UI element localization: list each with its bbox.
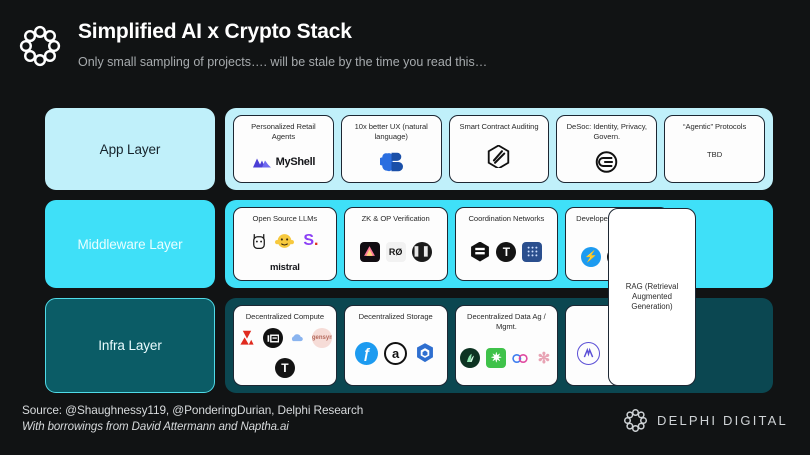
myshell-wordmark: MyShell bbox=[275, 155, 316, 168]
card-note: TBD bbox=[706, 150, 723, 160]
card-logos: RØ ❚❚ bbox=[359, 224, 432, 277]
optimism-logo-icon: ❚❚ bbox=[411, 241, 432, 262]
layer-row-app: App Layer Personalized Retail Agents MyS… bbox=[45, 108, 773, 190]
card-logos: ƒ a bbox=[355, 322, 436, 382]
hex-server-logo-icon bbox=[470, 241, 490, 262]
gensyn-logo-icon: gensyn bbox=[312, 328, 333, 349]
card-title: DeSoc: Identity, Privacy, Govern. bbox=[566, 122, 647, 141]
mistral-wordmark: mistral bbox=[269, 261, 300, 273]
card-logos bbox=[487, 132, 510, 179]
card-smart-contract-auditing[interactable]: Smart Contract Auditing bbox=[448, 115, 550, 183]
card-title: “Agentic” Protocols bbox=[682, 122, 747, 131]
card-logos: MyShell bbox=[252, 141, 315, 178]
stack-diagram: App Layer Personalized Retail Agents MyS… bbox=[45, 108, 773, 393]
card-zk-op-verification[interactable]: ZK & OP Verification RØ ❚❚ bbox=[343, 207, 448, 281]
card-open-source-llms[interactable]: Open Source LLMs bbox=[233, 207, 337, 281]
card-10x-better-ux[interactable]: 10x better UX (natural language) bbox=[340, 115, 442, 183]
card-logos bbox=[379, 141, 403, 178]
marlin-logo-icon bbox=[576, 341, 600, 365]
card-title: ZK & OP Verification bbox=[361, 214, 430, 223]
source-block: Source: @Shaughnessy119, @PonderingDuria… bbox=[22, 402, 363, 436]
card-title: Personalized Retail Agents bbox=[251, 122, 316, 141]
borrowings-line: With borrowings from David Attermann and… bbox=[22, 421, 289, 433]
hexagon-audit-logo-icon bbox=[487, 145, 510, 169]
card-title: Coordination Networks bbox=[468, 214, 545, 223]
storj-logo-icon bbox=[413, 342, 436, 365]
card-logos: gensyn T bbox=[237, 322, 333, 382]
card-desoc[interactable]: DeSoc: Identity, Privacy, Govern. bbox=[556, 115, 658, 183]
together-t-logo-icon: T bbox=[274, 358, 295, 379]
myshell-mark-icon bbox=[252, 155, 272, 169]
sunburst-data-logo-icon: ✻ bbox=[537, 350, 551, 367]
card-personalized-retail-agents[interactable]: Personalized Retail Agents MyShell bbox=[233, 115, 334, 183]
card-title: Smart Contract Auditing bbox=[459, 122, 539, 131]
card-coordination-networks[interactable]: Coordination Networks T bbox=[454, 207, 559, 281]
card-decentralized-data[interactable]: Decentralized Data Ag / Mgmt. ✷ bbox=[454, 305, 559, 386]
akash-logo-icon bbox=[237, 328, 257, 348]
hugging-face-logo-icon bbox=[275, 231, 295, 251]
card-decentralized-compute[interactable]: Decentralized Compute bbox=[233, 305, 337, 386]
layer-cards-app: Personalized Retail Agents MyShell bbox=[225, 108, 773, 190]
layer-label-infra: Infra Layer bbox=[45, 298, 215, 393]
blue-lightning-logo-icon: ⚡ bbox=[581, 246, 602, 267]
stability-s-logo-icon: S. bbox=[303, 231, 319, 249]
filecoin-logo-icon: ƒ bbox=[355, 341, 379, 365]
card-title: 10x better UX (natural language) bbox=[354, 122, 428, 141]
arweave-logo-icon: a bbox=[384, 341, 408, 365]
card-agentic-protocols[interactable]: “Agentic” Protocols TBD bbox=[664, 115, 765, 183]
grid-dots-logo-icon bbox=[522, 241, 543, 262]
header-text-block: Simplified AI x Crypto Stack Only small … bbox=[78, 18, 487, 72]
delphi-ring-icon bbox=[18, 24, 62, 68]
card-title: Decentralized Compute bbox=[245, 312, 325, 321]
ocean-protocol-logo-icon bbox=[460, 348, 481, 368]
card-logos: T bbox=[470, 224, 543, 277]
risc-zero-logo-icon: RØ bbox=[385, 241, 406, 262]
card-title: Decentralized Storage bbox=[358, 312, 433, 321]
aleo-zk-logo-icon bbox=[359, 241, 380, 262]
card-decentralized-storage[interactable]: Decentralized Storage ƒ a bbox=[343, 305, 448, 386]
delphi-digital-wordmark: DELPHI DIGITAL bbox=[657, 413, 788, 428]
ethereum-circle-logo-icon bbox=[595, 150, 618, 173]
render-network-logo-icon bbox=[289, 330, 306, 347]
og-data-logo-icon bbox=[512, 350, 529, 367]
page-title: Simplified AI x Crypto Stack bbox=[78, 20, 352, 43]
header: Simplified AI x Crypto Stack Only small … bbox=[0, 0, 810, 100]
footer: Source: @Shaughnessy119, @PonderingDuria… bbox=[0, 396, 810, 455]
card-title: Open Source LLMs bbox=[252, 214, 318, 223]
card-logos: ✷ ✻ bbox=[460, 331, 552, 381]
brain-b-logo-icon bbox=[379, 150, 403, 173]
card-logos: S. mistral bbox=[237, 224, 333, 277]
rag-card[interactable]: RAG (Retrieval Augmented Generation) bbox=[608, 208, 696, 386]
tether-t-logo-icon: T bbox=[496, 241, 517, 262]
card-title: Decentralized Data Ag / Mgmt. bbox=[467, 312, 546, 331]
layer-label-middleware: Middleware Layer bbox=[45, 200, 215, 288]
delphi-ring-icon bbox=[623, 408, 648, 433]
footer-brand: DELPHI DIGITAL bbox=[623, 408, 788, 433]
layer-label-app: App Layer bbox=[45, 108, 215, 190]
io-net-logo-icon bbox=[263, 328, 284, 349]
card-logos bbox=[595, 141, 618, 178]
page-subtitle: Only small sampling of projects…. will b… bbox=[78, 55, 488, 69]
llama-logo-icon bbox=[249, 231, 269, 251]
grass-logo-icon: ✷ bbox=[486, 348, 507, 368]
source-line: Source: @Shaughnessy119, @PonderingDuria… bbox=[22, 403, 364, 417]
